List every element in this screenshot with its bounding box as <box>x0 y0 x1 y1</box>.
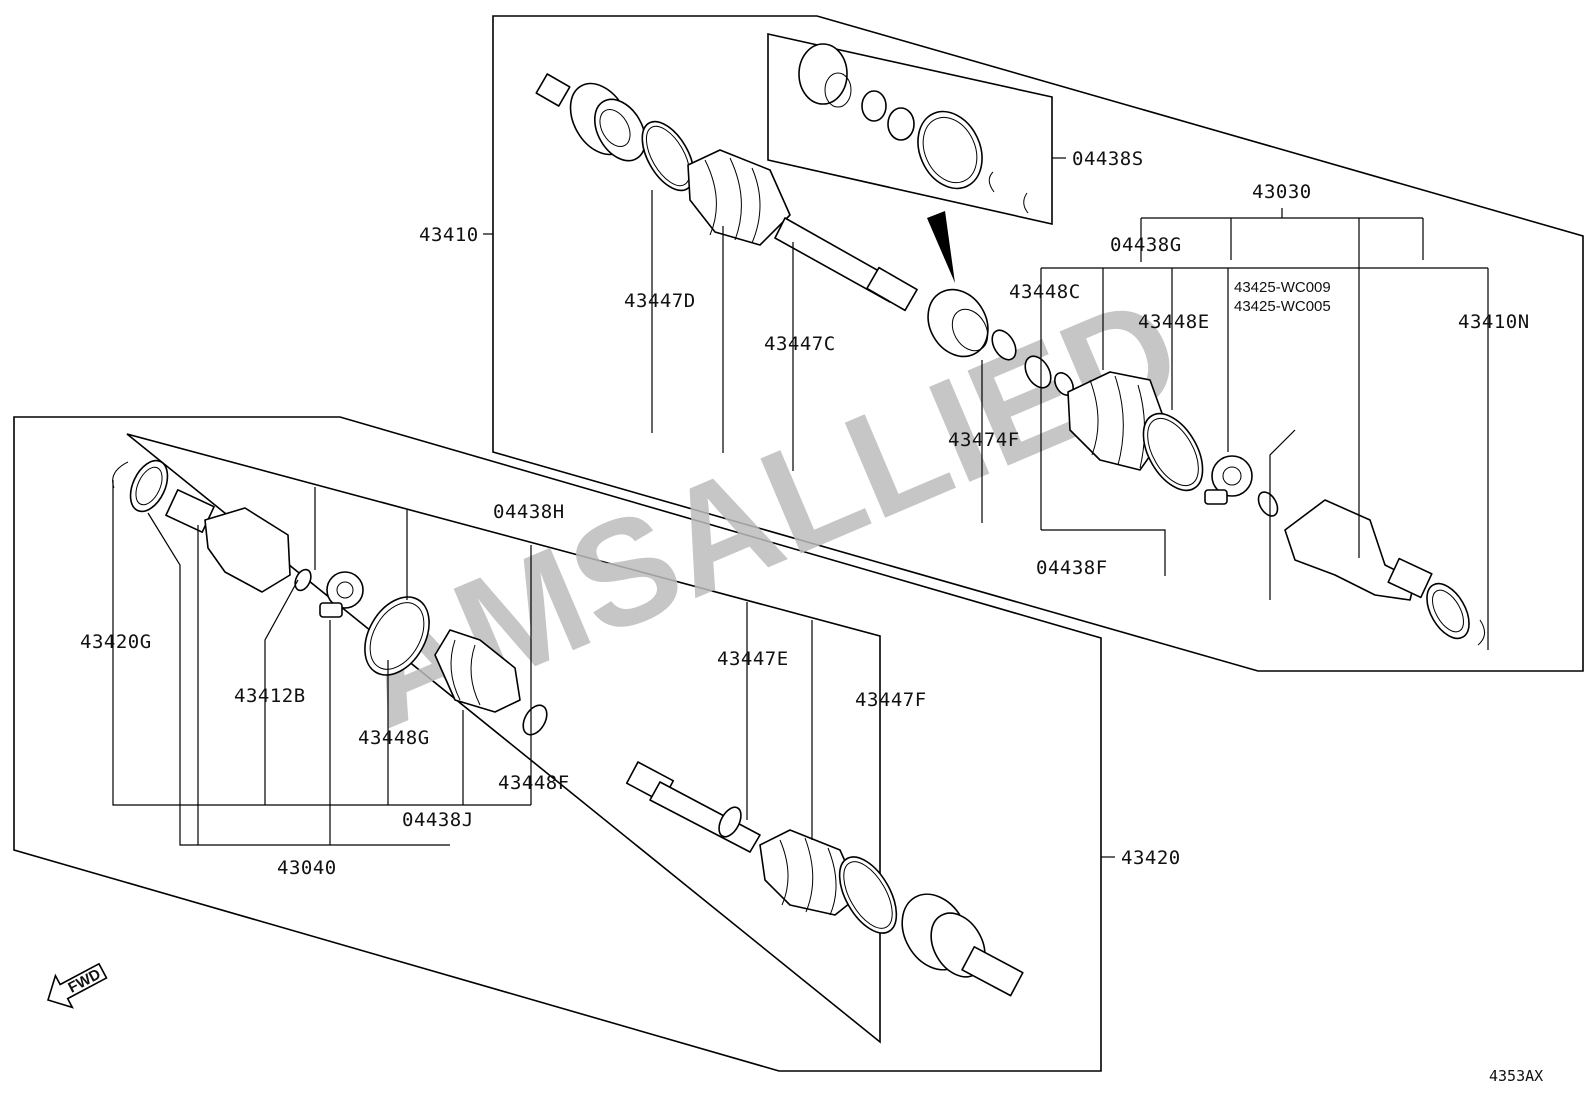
pointer-arrow-icon <box>927 211 955 283</box>
label-43420: 43420 <box>1121 847 1181 869</box>
lower-outer-cv-joint <box>901 893 1024 997</box>
label-43448C: 43448C <box>1009 281 1081 303</box>
outer-boot-kit-frame <box>767 33 1053 226</box>
label-04438H: 04438H <box>493 501 565 523</box>
lower-large-clamp <box>364 596 430 676</box>
label-43447E: 43447E <box>717 648 789 670</box>
label-43448G: 43448G <box>358 727 430 749</box>
lower-small-clamp <box>522 704 548 736</box>
upper-outer-boot <box>687 149 791 246</box>
lower-tripod <box>319 571 364 618</box>
label-43448F: 43448F <box>498 772 570 794</box>
label-43040: 43040 <box>277 857 337 879</box>
label-04438G: 04438G <box>1110 234 1182 256</box>
upper-tripod <box>1204 455 1253 505</box>
fwd-label: FWD <box>65 966 103 997</box>
label-43425-WC005: 43425-WC005 <box>1234 298 1331 315</box>
label-43447F: 43447F <box>855 689 927 711</box>
label-43448E: 43448E <box>1138 311 1210 333</box>
label-43474F: 43474F <box>948 429 1020 451</box>
upper-damper <box>927 288 989 358</box>
upper-assembly-frame <box>492 15 1584 672</box>
upper-end-seal <box>1426 582 1485 646</box>
label-43410: 43410 <box>419 224 479 246</box>
upper-inner-joint-housing <box>1284 499 1433 601</box>
label-43420G: 43420G <box>80 631 152 653</box>
label-43410N: 43410N <box>1458 311 1530 333</box>
label-43412B: 43412B <box>234 685 306 707</box>
upper-inner-clamp <box>1142 412 1204 492</box>
lower-leader-lines <box>112 480 1115 858</box>
lower-outer-clamp <box>838 856 898 934</box>
label-43447D: 43447D <box>624 290 696 312</box>
lower-end-seal <box>129 459 169 513</box>
label-43425-WC009: 43425-WC009 <box>1234 279 1331 296</box>
label-04438S: 04438S <box>1072 148 1144 170</box>
lower-end-ring <box>112 461 129 489</box>
upper-shaft <box>774 217 918 312</box>
upper-snap-ring <box>1257 491 1279 517</box>
lower-assembly-frame <box>13 416 1102 1072</box>
label-43447C: 43447C <box>764 333 836 355</box>
outer-boot-kit-parts <box>798 43 1029 214</box>
upper-outer-cv-joint <box>535 73 647 162</box>
label-04438F: 04438F <box>1036 557 1108 579</box>
upper-leader-lines <box>483 157 1489 650</box>
lower-inner-kit-frame <box>126 433 881 1044</box>
lower-inner-joint-housing <box>165 489 291 593</box>
lower-snap-ring <box>294 568 312 592</box>
fwd-arrow-icon: FWD <box>47 962 108 1009</box>
diagram-code: 4353AX <box>1489 1067 1543 1085</box>
label-43030: 43030 <box>1252 181 1312 203</box>
lower-inner-boot <box>434 629 521 713</box>
label-04438J: 04438J <box>402 809 474 831</box>
upper-small-clamps <box>991 329 1074 396</box>
lower-shaft <box>625 761 761 853</box>
upper-outer-clamp <box>641 120 695 192</box>
